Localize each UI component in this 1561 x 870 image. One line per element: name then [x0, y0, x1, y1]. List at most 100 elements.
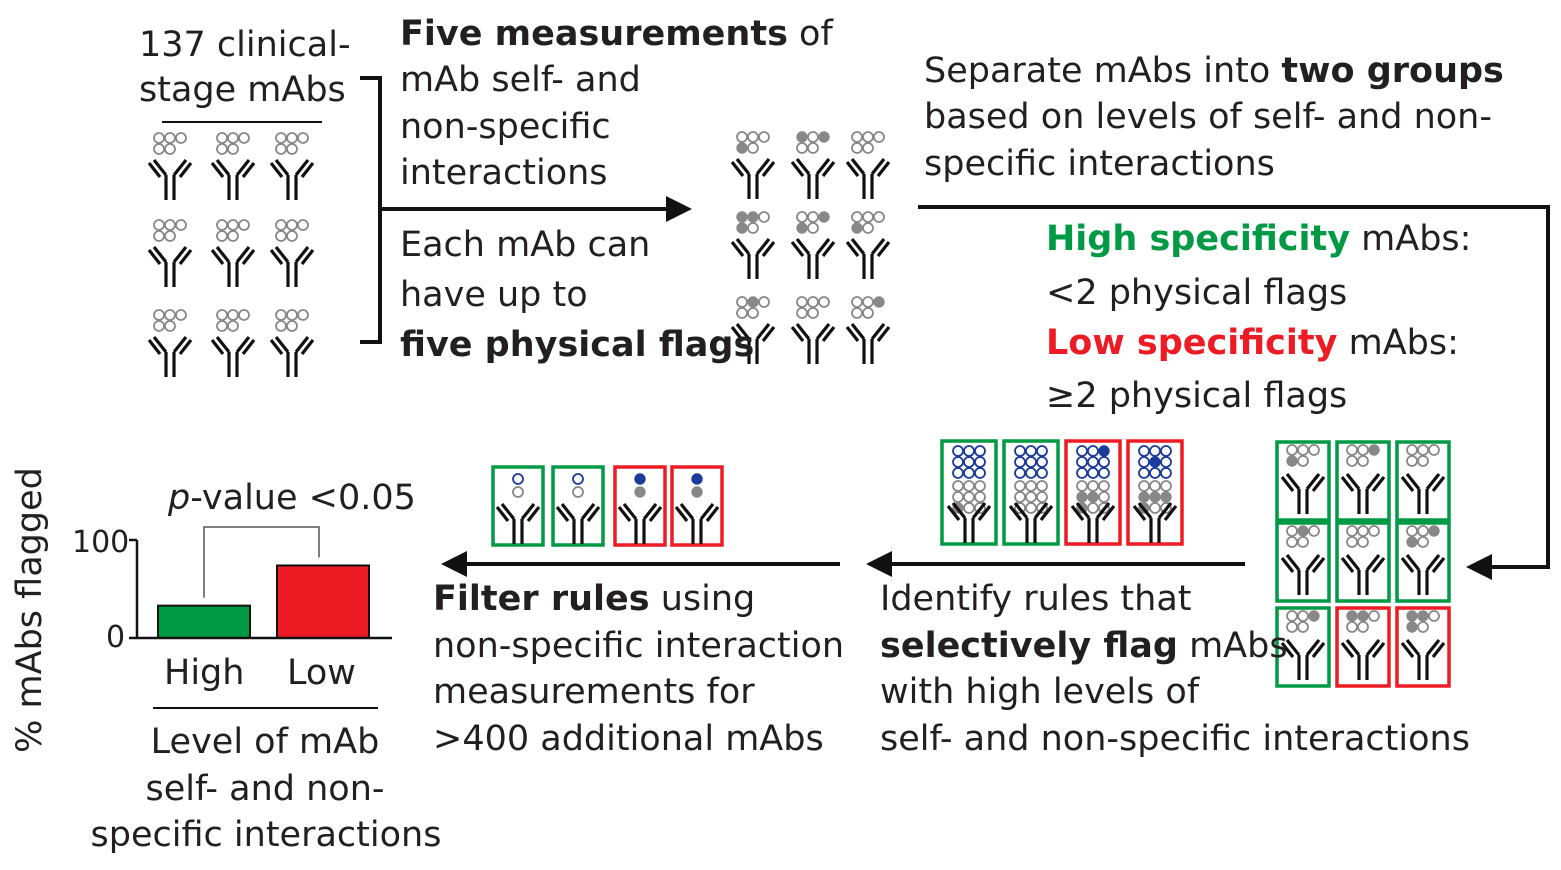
y-tick-0: 0 [106, 620, 126, 655]
circle-icon [227, 230, 239, 242]
circle-icon [1076, 467, 1088, 479]
circle-icon [1149, 467, 1161, 479]
antibody-arm [210, 162, 225, 178]
circle-icon [1025, 467, 1037, 479]
low-group-line: Low specificity mAbs: [1046, 320, 1459, 366]
circle-icon [963, 491, 975, 503]
antibody-arm [1101, 505, 1116, 521]
circle-icon [1098, 480, 1110, 492]
circle-icon [1087, 480, 1099, 492]
bar-low [276, 564, 370, 639]
antibody-arm [730, 326, 745, 342]
antibody-arm [1431, 476, 1446, 492]
circle-icon [796, 222, 808, 234]
antibody-y-icon [730, 323, 776, 364]
antibody-arm [755, 158, 771, 175]
high-specificity-box [1275, 440, 1331, 522]
antibody-arm [1405, 639, 1421, 656]
circle-icon [1308, 444, 1320, 456]
measure-bold: Five measurements [400, 14, 788, 54]
separate-line2: based on levels of self- and non- [924, 97, 1492, 137]
circle-icon [153, 219, 165, 231]
circle-icon [634, 473, 646, 485]
circle-icon [807, 222, 819, 234]
antibody-arm [274, 336, 290, 353]
circle-icon [736, 307, 748, 319]
antibody-arm [1311, 476, 1326, 492]
antibody-arm [850, 323, 866, 340]
circle-icon [164, 320, 176, 332]
antibody-y-icon [269, 336, 315, 377]
antibody-arm [850, 158, 866, 175]
specificity-boxes [491, 439, 1451, 688]
circle-icon [1346, 610, 1358, 622]
antibody-arm [1305, 473, 1321, 490]
antibody-arm [815, 158, 831, 175]
identify-bold: selectively flag [880, 626, 1178, 666]
antibody-arm [586, 506, 601, 522]
circle-icon [873, 211, 885, 223]
antibody-arm [1340, 642, 1355, 658]
high-specificity-box [940, 439, 998, 546]
circle-icon [952, 491, 964, 503]
circle-icon [851, 131, 863, 143]
antibody-arm [730, 241, 745, 257]
circle-icon [275, 132, 287, 144]
antibody-arm [1425, 639, 1441, 656]
antibody-arm [172, 336, 188, 353]
antibody-arm [1305, 639, 1321, 656]
antibody-arm [274, 246, 290, 263]
antibody-arm [152, 336, 168, 353]
antibody-arm [1163, 505, 1178, 521]
antibody-arm [876, 161, 891, 177]
antibody-y-icon [210, 159, 256, 200]
circle-icon [1346, 536, 1358, 548]
antibody-arm [526, 506, 541, 522]
y-axis-label: % mAbs flagged [10, 467, 50, 753]
circle-icon [1076, 456, 1088, 468]
antibody-y-icon [1400, 473, 1446, 514]
circle-icon [238, 309, 250, 321]
x-axis-label-line1: Level of mAb [150, 722, 380, 762]
circle-icon [862, 296, 874, 308]
antibody-arm [795, 238, 811, 255]
circle-icon [1286, 455, 1298, 467]
circle-icon [807, 142, 819, 154]
circle-icon [691, 486, 703, 498]
circle-icon [1297, 610, 1309, 622]
circle-icon [1076, 491, 1088, 503]
antibody-arm [790, 161, 805, 177]
antibody-arm [617, 506, 632, 522]
low-specificity-box [1064, 439, 1122, 546]
circle-icon [851, 296, 863, 308]
circle-icon [1417, 536, 1429, 548]
antibody-y-icon [790, 323, 836, 364]
circle-icon [275, 219, 287, 231]
high-specificity-box [491, 465, 545, 547]
circle-icon [275, 320, 287, 332]
low-suffix: mAbs: [1337, 323, 1459, 363]
circle-icon [512, 486, 524, 498]
circle-icon [164, 143, 176, 155]
circle-icon [807, 211, 819, 223]
antibody-arm [147, 249, 162, 265]
connector-lines [153, 76, 1550, 709]
low-rule: ≥2 physical flags [1046, 376, 1348, 416]
arrowheads [441, 196, 1492, 580]
circle-icon [1357, 444, 1369, 456]
circle-icon [1308, 610, 1320, 622]
arrow-icon [441, 551, 467, 577]
circle-icon [1428, 525, 1440, 537]
circle-icon [1025, 502, 1037, 514]
circle-icon [1286, 621, 1298, 633]
low-specificity-label: Low specificity [1046, 323, 1338, 363]
circle-icon [1087, 467, 1099, 479]
circle-icon [1025, 491, 1037, 503]
circle-icon [747, 142, 759, 154]
antibody-arm [1285, 554, 1301, 571]
antibody-arm [850, 238, 866, 255]
antibody-y-icon [1280, 473, 1326, 514]
circle-icon [1014, 467, 1026, 479]
filter-line3: measurements for [433, 672, 755, 712]
antibody-arm [300, 339, 315, 355]
